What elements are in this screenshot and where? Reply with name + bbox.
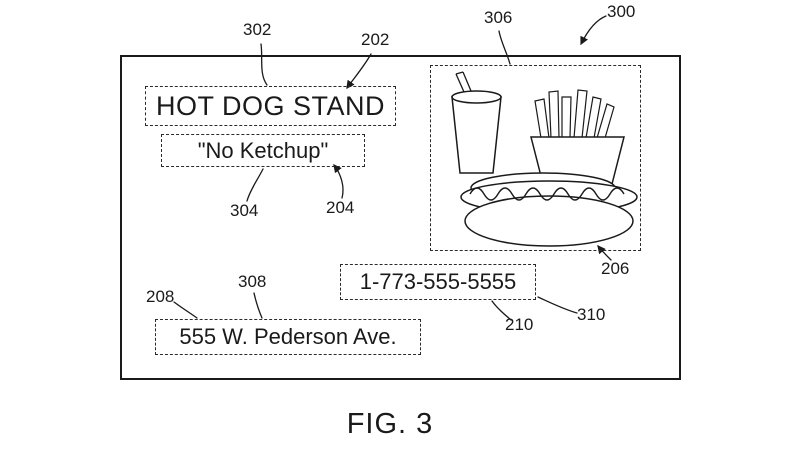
ref-label-308: 308	[238, 272, 267, 291]
leader-300-arrow	[580, 15, 607, 46]
ref-label-210: 210	[505, 315, 534, 334]
ref-label-208: 208	[146, 287, 175, 306]
figure-caption: FIG. 3	[346, 408, 434, 440]
ref-label-204: 204	[326, 198, 355, 217]
ref-label-306: 306	[484, 8, 513, 27]
store-note-box: "No Ketchup"	[161, 134, 365, 167]
address-box: 555 W. Pederson Ave.	[155, 319, 421, 355]
address-text: 555 W. Pederson Ave.	[179, 324, 397, 349]
phone-number-box: 1-773-555-5555	[340, 264, 536, 300]
ref-label-206: 206	[601, 259, 630, 278]
food-image-box	[430, 65, 641, 251]
store-name-text: HOT DOG STAND	[155, 90, 385, 121]
store-name-box: HOT DOG STAND	[145, 86, 396, 126]
ref-label-300: 300	[607, 2, 636, 21]
ref-label-302: 302	[243, 20, 272, 39]
phone-number-text: 1-773-555-5555	[359, 269, 517, 294]
ref-label-310: 310	[577, 305, 606, 324]
ref-label-304: 304	[230, 201, 259, 220]
ref-label-202: 202	[361, 30, 390, 49]
sign-outline	[120, 55, 681, 380]
store-note-text: "No Ketchup"	[197, 137, 329, 163]
